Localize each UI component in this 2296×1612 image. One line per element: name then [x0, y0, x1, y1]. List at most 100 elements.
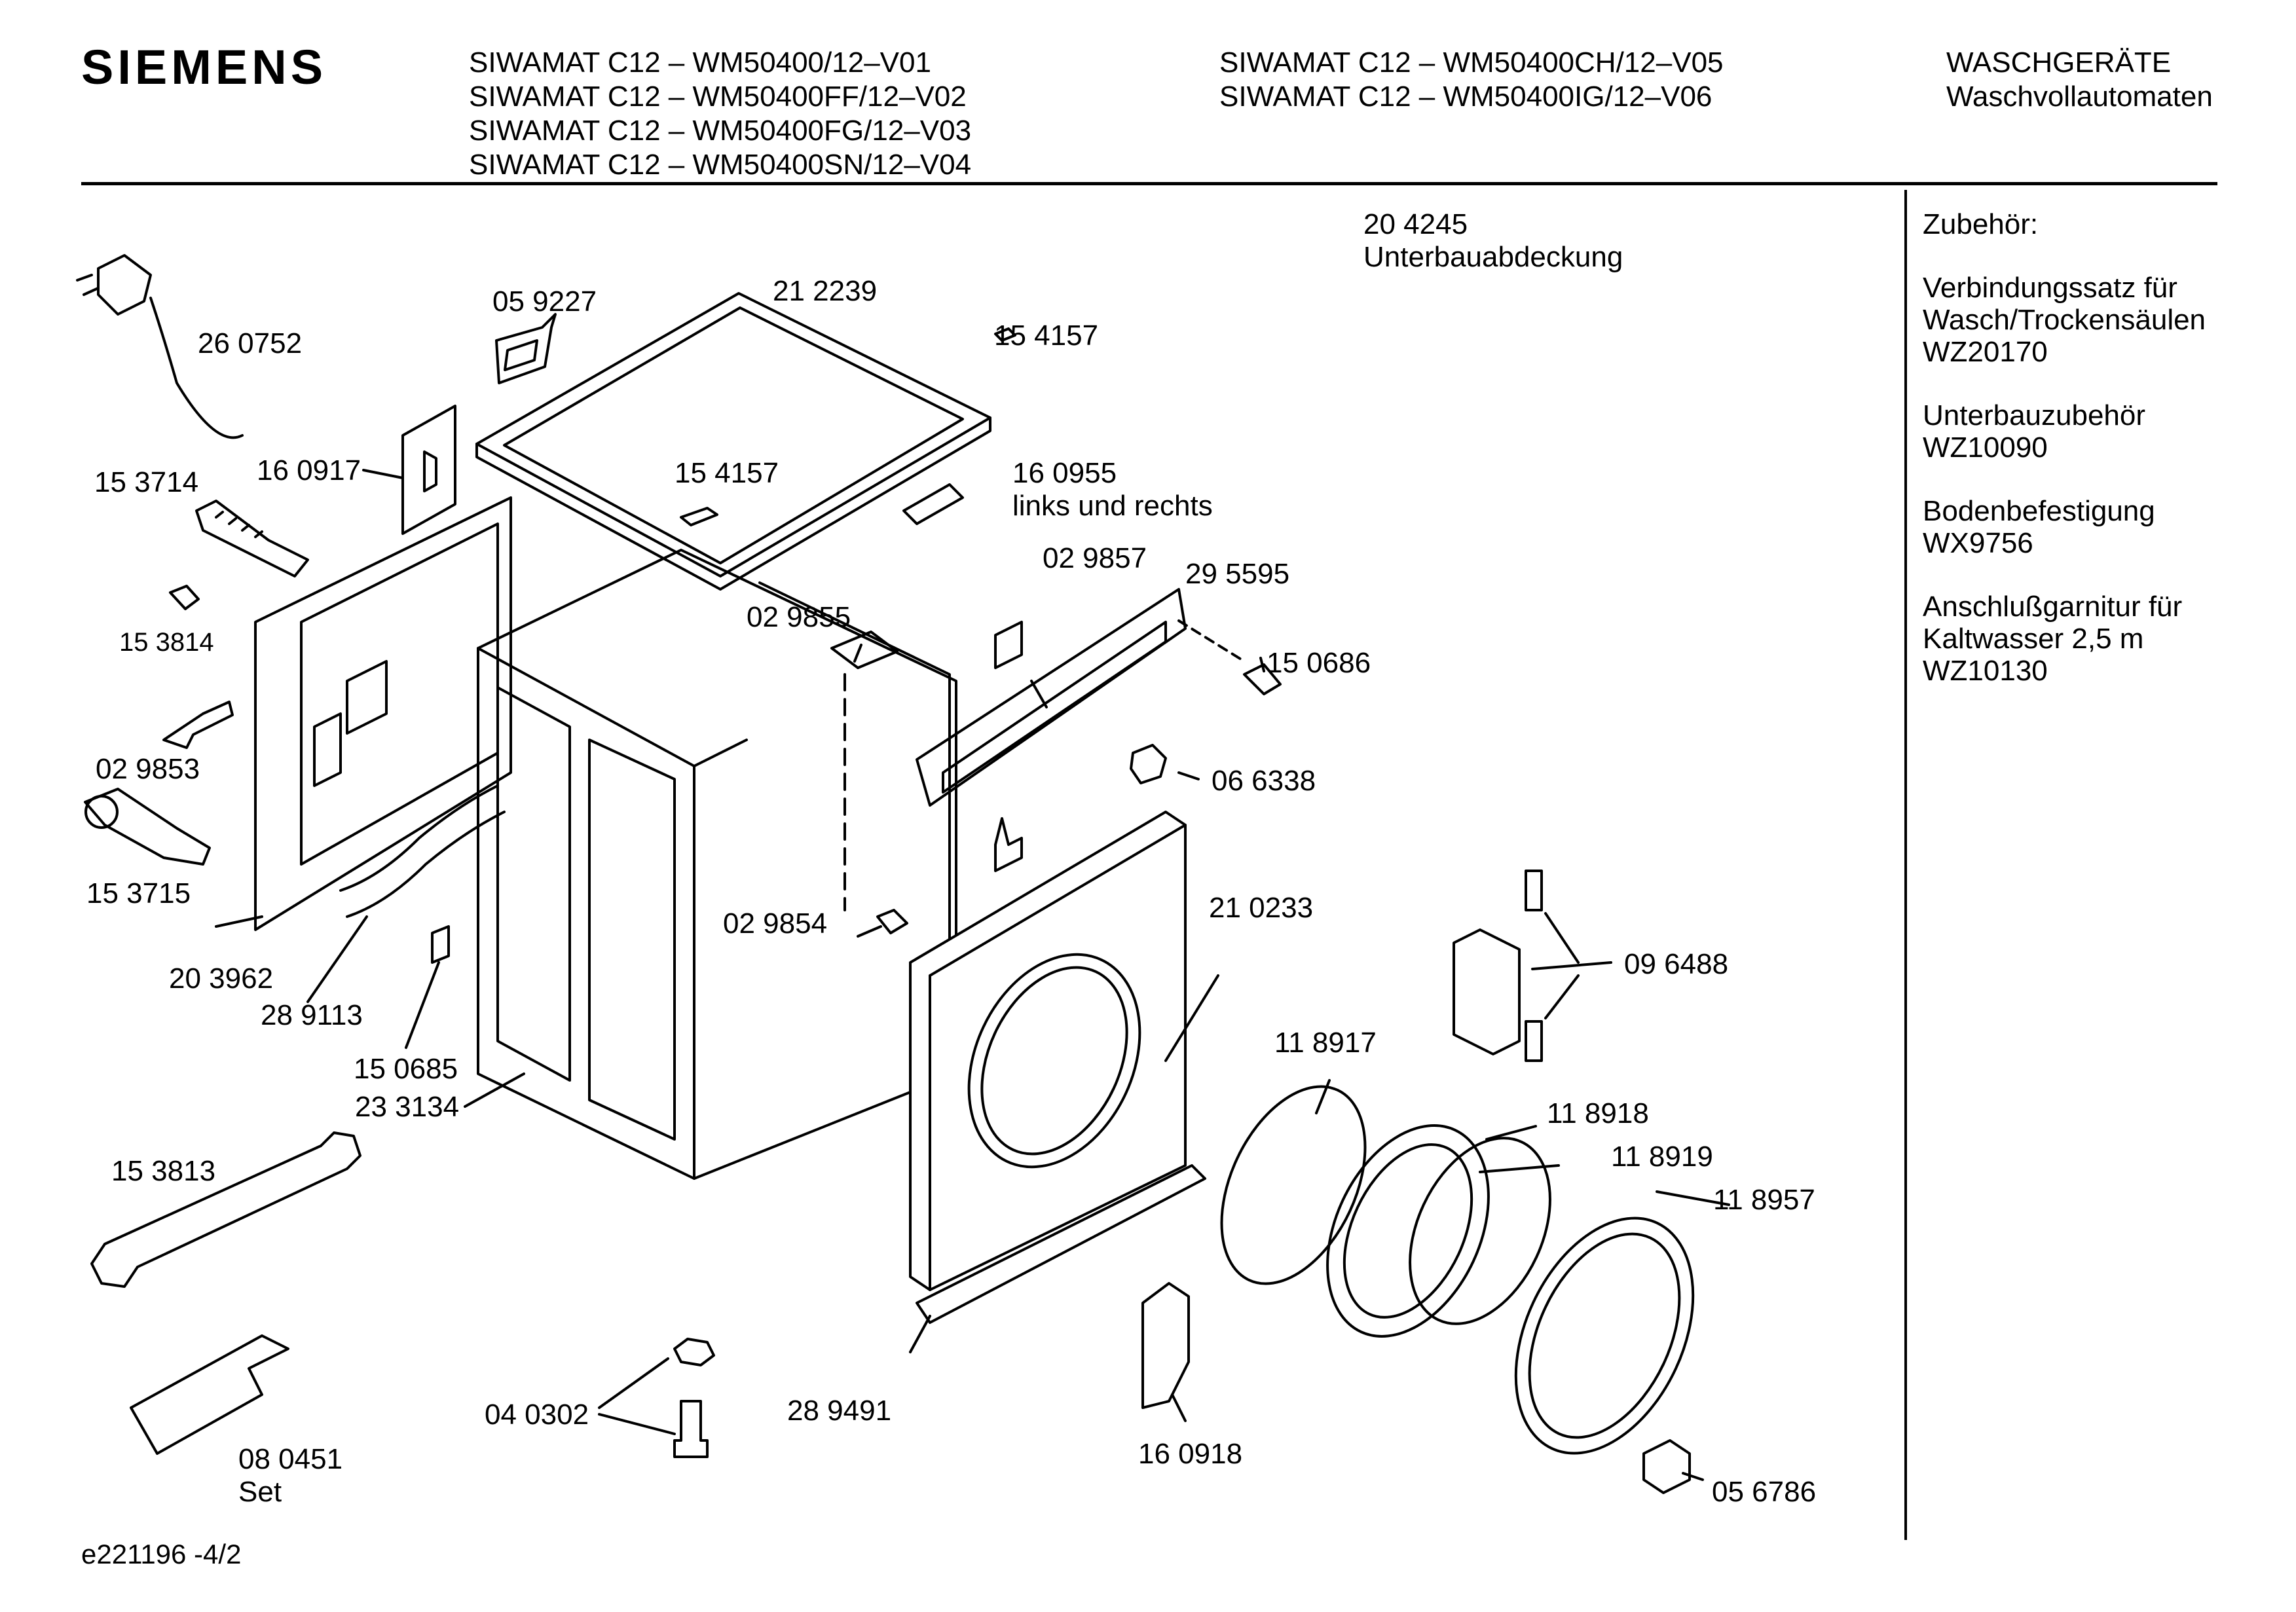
switch-icon — [431, 925, 450, 964]
part-label: 15 3714 — [94, 466, 199, 498]
part-label: 09 6488 — [1624, 948, 1729, 980]
valve-icon — [994, 621, 1023, 669]
part-label: 02 9854 — [723, 907, 828, 940]
part-label: 28 9113 — [261, 999, 363, 1031]
part-label: 21 0233 — [1209, 892, 1314, 924]
part-label: 11 8957 — [1713, 1184, 1815, 1216]
part-label: 29 5595 — [1185, 558, 1290, 590]
front-panel-icon — [909, 811, 1187, 1291]
part-number: 16 0955 — [1012, 457, 1117, 489]
part-desc: Unterbauabdeckung — [1363, 241, 1623, 273]
model-list-1: SIWAMAT C12 – WM50400/12–V01 SIWAMAT C12… — [469, 46, 971, 182]
part-label: 16 0918 — [1138, 1438, 1243, 1470]
model-line: SIWAMAT C12 – WM50400/12–V01 — [469, 46, 931, 79]
part-number: 08 0451 — [238, 1443, 343, 1475]
top-cover-icon — [475, 292, 991, 591]
model-list-2: SIWAMAT C12 – WM50400CH/12–V05 SIWAMAT C… — [1219, 46, 1724, 114]
pin-icon — [1525, 1020, 1543, 1062]
door-lock-icon — [1141, 1282, 1190, 1409]
accessory-item: Anschlußgarnitur für Kaltwasser 2,5 m WZ… — [1923, 591, 2224, 687]
part-label: 28 9491 — [787, 1395, 892, 1427]
subcategory: Waschvollautomaten — [1946, 81, 2213, 113]
clip-icon — [1243, 663, 1282, 695]
pin-icon — [994, 327, 1016, 342]
header-divider — [81, 182, 2217, 185]
accessory-name: Bodenbefestigung — [1923, 495, 2155, 527]
clip-icon — [169, 585, 200, 610]
accessory-code: WZ10130 — [1923, 655, 2048, 687]
part-label: 23 3134 — [355, 1091, 460, 1123]
bracket-icon — [830, 631, 898, 669]
part-label: 15 3814 — [119, 628, 214, 657]
part-label: 26 0752 — [198, 327, 303, 359]
model-line: SIWAMAT C12 – WM50400FG/12–V03 — [469, 115, 972, 147]
part-label: 11 8919 — [1611, 1141, 1713, 1173]
siemens-logo: SIEMENS — [81, 40, 327, 94]
part-label: 15 3813 — [111, 1155, 216, 1187]
part-label: 02 9855 — [747, 601, 851, 633]
part-label: 08 0451 Set — [238, 1443, 343, 1509]
part-label: 15 4157 — [675, 457, 779, 489]
accessories-divider — [1904, 190, 1907, 1540]
accessory-name: Verbindungssatz für Wasch/Trockensäulen — [1923, 272, 2206, 336]
nut-icon — [673, 1338, 715, 1366]
part-label: 16 0955 links und rechts — [1012, 457, 1213, 522]
accessories-panel: Zubehör: Verbindungssatz für Wasch/Trock… — [1923, 208, 2224, 718]
leader-line — [215, 644, 1730, 1481]
part-label: 21 2239 — [773, 275, 878, 307]
part-label: 16 0917 — [257, 454, 361, 486]
hinge-icon — [1642, 1439, 1691, 1494]
cabinet-frame-icon — [477, 549, 957, 1180]
part-label: 02 9857 — [1043, 542, 1147, 574]
category: WASCHGERÄTE — [1946, 46, 2172, 79]
wrench-icon — [90, 1131, 361, 1288]
model-line: SIWAMAT C12 – WM50400IG/12–V06 — [1219, 81, 1713, 113]
part-label: 15 4157 — [994, 320, 1099, 352]
hinge-pin-icon — [195, 500, 309, 577]
part-desc: Set — [238, 1476, 282, 1508]
part-label: 11 8918 — [1547, 1097, 1649, 1129]
rear-strip-icon — [916, 588, 1187, 807]
part-label: 04 0302 — [485, 1399, 589, 1431]
bolt-icon — [673, 1400, 709, 1458]
door-glass-icon — [1409, 1137, 1551, 1325]
accessory-item: Bodenbefestigung WX9756 — [1923, 495, 2224, 559]
part-label: 15 3715 — [86, 877, 191, 909]
hinge-block-icon — [1453, 928, 1521, 1055]
handle-icon — [495, 313, 557, 384]
accessory-code: WX9756 — [1923, 527, 2033, 559]
accessory-code: WZ20170 — [1923, 336, 2048, 368]
hook-icon — [994, 817, 1023, 872]
door-ring-icon — [1514, 1217, 1695, 1455]
part-label: 11 8917 — [1274, 1027, 1377, 1059]
knob-icon — [1130, 744, 1167, 784]
model-line: SIWAMAT C12 – WM50400SN/12–V04 — [469, 149, 972, 181]
part-number: 20 4245 — [1363, 208, 1468, 240]
knob-icon — [876, 909, 908, 934]
part-label: 20 4245 Unterbauabdeckung — [1363, 208, 1623, 274]
leader-line — [362, 469, 404, 479]
transport-bracket-icon — [130, 1334, 289, 1455]
latch-icon — [401, 405, 456, 535]
accessory-item: Verbindungssatz für Wasch/Trockensäulen … — [1923, 272, 2224, 368]
bracket-icon — [902, 483, 964, 525]
accessory-item: Unterbauzubehör WZ10090 — [1923, 399, 2224, 464]
part-label: 06 6338 — [1212, 765, 1316, 797]
model-line: SIWAMAT C12 – WM50400CH/12–V05 — [1219, 46, 1724, 79]
accessory-name: Anschlußgarnitur für Kaltwasser 2,5 m — [1923, 591, 2183, 655]
kick-plate-icon — [916, 1164, 1206, 1324]
category-block: WASCHGERÄTE Waschvollautomaten — [1946, 46, 2213, 114]
rear-frame-icon — [254, 496, 512, 931]
part-label: 15 0685 — [354, 1053, 458, 1085]
document-id: e221196 -4/2 — [81, 1539, 242, 1569]
part-label: 02 9853 — [96, 753, 200, 785]
leader-line — [1531, 912, 1612, 1019]
bracket-icon — [162, 701, 234, 749]
part-label: 15 0686 — [1267, 647, 1371, 679]
accessories-title: Zubehör: — [1923, 208, 2039, 240]
accessory-code: WZ10090 — [1923, 431, 2048, 464]
model-line: SIWAMAT C12 – WM50400FF/12–V02 — [469, 81, 967, 113]
dashed-leader — [1177, 619, 1246, 663]
accessory-name: Unterbauzubehör — [1923, 399, 2146, 431]
